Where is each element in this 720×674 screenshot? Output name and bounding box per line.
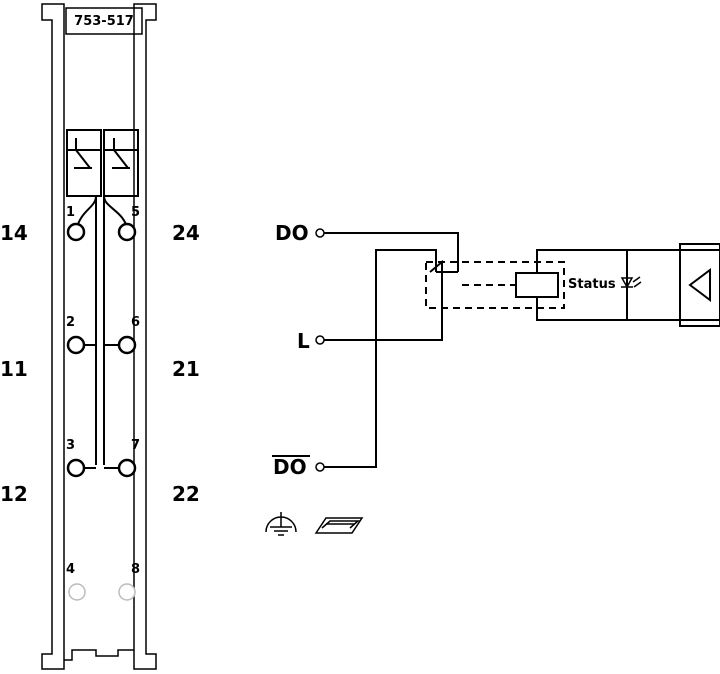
- do-terminal: [315, 228, 325, 238]
- earth-ground-icon: [265, 512, 297, 536]
- contact-2: [66, 335, 86, 355]
- contact-number-7: 7: [131, 438, 140, 453]
- contact-8: [118, 583, 136, 601]
- do-label: DO: [275, 221, 309, 245]
- contact-7: [117, 458, 137, 478]
- triangle-output-icon: [688, 268, 711, 302]
- contact-number-2: 2: [66, 315, 75, 330]
- contact-number-8: 8: [131, 562, 140, 577]
- l-terminal: [315, 335, 325, 345]
- l-label: L: [297, 329, 310, 353]
- module-housing: [41, 3, 157, 670]
- contact-4: [68, 583, 86, 601]
- terminal-24: 24: [172, 221, 200, 245]
- led-icon: [620, 276, 642, 289]
- contact-number-3: 3: [66, 438, 75, 453]
- relay-contact-icon: [66, 129, 139, 197]
- contact-number-6: 6: [131, 315, 140, 330]
- contact-5: [117, 222, 137, 242]
- part-number-label: 753-517: [74, 14, 134, 29]
- terminal-22: 22: [172, 482, 200, 506]
- terminal-21: 21: [172, 357, 200, 381]
- triangle-output-box: [679, 243, 720, 327]
- contact-number-4: 4: [66, 562, 75, 577]
- contact-6: [117, 335, 137, 355]
- terminal-11: 11: [0, 357, 28, 381]
- contact-1: [66, 222, 86, 242]
- terminal-12: 12: [0, 482, 28, 506]
- din-rail-icon: [314, 517, 364, 534]
- schematic-wiring: [324, 232, 720, 468]
- do-bar-label: DO: [273, 455, 307, 479]
- terminal-14: 14: [0, 221, 28, 245]
- contact-number-5: 5: [131, 205, 140, 220]
- contact-3: [66, 458, 86, 478]
- do-bar-terminal: [315, 462, 325, 472]
- contact-number-1: 1: [66, 205, 75, 220]
- status-label: Status: [568, 277, 616, 292]
- relay-coil: [515, 272, 559, 298]
